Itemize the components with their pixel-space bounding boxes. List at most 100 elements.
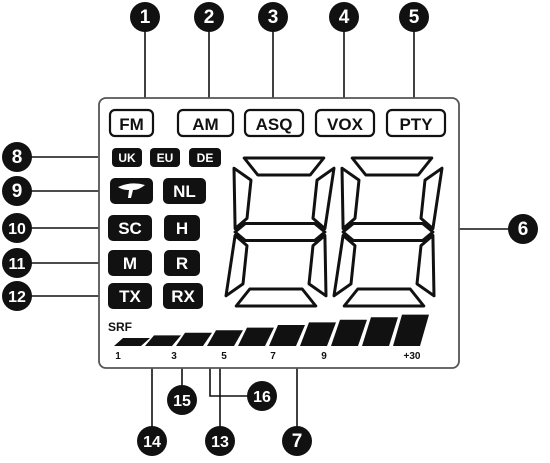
left-indicators: SC M TX [108, 215, 152, 309]
callout-number: 7 [292, 431, 303, 452]
eu-indicator: EU [150, 148, 180, 167]
segment-b [311, 166, 336, 231]
tick-3: 3 [171, 351, 177, 362]
callout-4: 4 [329, 2, 359, 32]
region-indicators: UK EU DE [112, 148, 221, 167]
callout-11: 11 [2, 248, 32, 278]
callout-number: 16 [253, 389, 271, 406]
segment-e [224, 233, 249, 298]
callout-number: 3 [268, 7, 279, 28]
segment-a [242, 156, 326, 177]
callout-10: 10 [2, 213, 32, 243]
meter-bar [145, 335, 181, 346]
meter-bars [114, 314, 429, 346]
m-indicator: M [108, 250, 152, 276]
vox-label: VOX [327, 115, 364, 134]
rx-label: RX [171, 287, 195, 306]
segment-a [350, 156, 434, 177]
nl-label: NL [173, 182, 196, 201]
uk-label: UK [118, 151, 136, 165]
callout-7: 7 [282, 426, 312, 456]
digit-left [224, 156, 336, 308]
callout-number: 13 [211, 434, 229, 451]
callout-6: 6 [508, 214, 538, 244]
meter-bar [300, 322, 336, 346]
am-indicator: AM [176, 108, 235, 138]
callout-9: 9 [2, 176, 32, 206]
asq-label: ASQ [256, 115, 293, 134]
callout-3: 3 [258, 2, 288, 32]
segment-g [341, 222, 435, 242]
meter-bar [269, 325, 305, 346]
nl-indicator: NL [163, 178, 206, 204]
am-label: AM [192, 115, 218, 134]
fm-label: FM [119, 115, 144, 134]
meter-bar [393, 314, 429, 346]
segment-g [233, 222, 327, 242]
signal-meter: SRF 1 3 5 7 9 +30 [108, 314, 429, 362]
segment-d [234, 287, 318, 308]
callout-13: 13 [205, 426, 235, 456]
segment-f [232, 166, 253, 231]
callout-1: 1 [130, 2, 160, 32]
pty-label: PTY [399, 115, 433, 134]
de-indicator: DE [189, 148, 221, 167]
de-label: DE [197, 151, 214, 165]
callout-5: 5 [399, 2, 429, 32]
tick-7: 7 [270, 351, 276, 362]
callout-number: 1 [140, 7, 151, 28]
segment-b [419, 166, 444, 231]
mid-indicators: NL H R RX [163, 178, 206, 309]
uk-indicator: UK [112, 148, 142, 167]
r-label: R [176, 254, 188, 273]
meter-bar [207, 330, 243, 346]
callout-8: 8 [2, 142, 32, 172]
sc-label: SC [118, 219, 142, 238]
top-indicators: FM AM ASQ VOX PTY [108, 108, 447, 138]
tick-5: 5 [221, 351, 227, 362]
segment-e [332, 233, 357, 298]
tick-1: 1 [115, 351, 121, 362]
digit-right [332, 156, 444, 308]
callout-number: 14 [143, 434, 161, 451]
h-indicator: H [164, 215, 200, 241]
meter-ticks: 1 3 5 7 9 +30 [115, 351, 421, 362]
pty-indicator: PTY [385, 108, 447, 138]
callout-number: 8 [12, 147, 23, 168]
callout-number: 9 [12, 181, 23, 202]
meter-bar [362, 317, 398, 346]
fm-indicator: FM [108, 108, 155, 138]
r-indicator: R [164, 250, 200, 276]
tx-indicator: TX [108, 283, 152, 309]
tick-30: +30 [404, 351, 421, 362]
asq-indicator: ASQ [243, 108, 305, 138]
meter-bar [176, 332, 212, 346]
h-label: H [176, 219, 188, 238]
antenna-icon [110, 178, 153, 204]
segment-d [342, 287, 426, 308]
meter-bar [331, 319, 367, 346]
callout-14: 14 [137, 426, 167, 456]
callout-2: 2 [194, 2, 224, 32]
tick-9: 9 [321, 351, 327, 362]
segment-c [307, 233, 328, 298]
callout-number: 4 [339, 7, 350, 28]
tx-label: TX [119, 287, 141, 306]
rx-indicator: RX [163, 283, 203, 309]
meter-bar [114, 338, 150, 346]
vox-indicator: VOX [314, 108, 376, 138]
meter-label: SRF [108, 320, 132, 334]
m-label: M [123, 254, 137, 273]
callout-number: 15 [173, 393, 191, 410]
callout-number: 12 [8, 289, 26, 306]
callout-number: 5 [409, 7, 420, 28]
callout-12: 12 [2, 281, 32, 311]
sc-indicator: SC [108, 215, 152, 241]
callout-number: 10 [8, 221, 26, 238]
callout-number: 6 [518, 219, 529, 240]
segment-f [340, 166, 361, 231]
eu-label: EU [157, 151, 174, 165]
callout-15: 15 [167, 385, 197, 415]
